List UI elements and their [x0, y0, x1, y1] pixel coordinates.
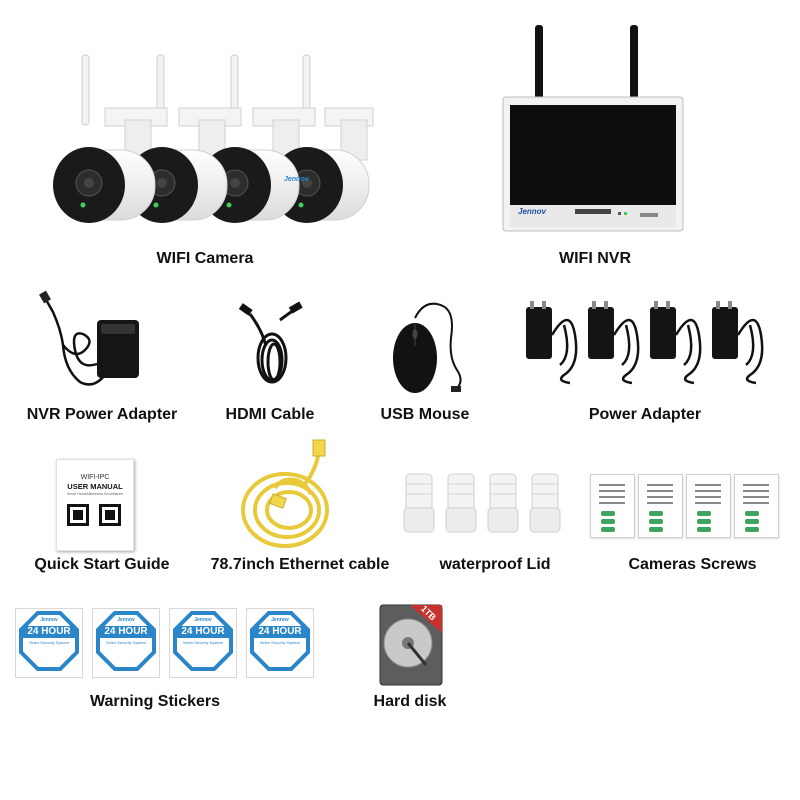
ethernet-cable-image	[235, 438, 350, 553]
hard-disk-label: Hard disk	[373, 693, 447, 710]
ethernet-cable-label: 78.7inch Ethernet cable	[210, 556, 390, 573]
warning-stickers-label: Warning Stickers	[89, 693, 221, 710]
wifi-camera-label: WIFI Camera	[156, 250, 254, 267]
usb-mouse-image	[385, 298, 475, 398]
power-adapter-label: Power Adapter	[588, 406, 702, 423]
quick-start-guide-image: WIFI-IPC USER MANUAL Smart Home&Business…	[56, 459, 134, 551]
hdmi-cable-label: HDMI Cable	[225, 406, 315, 423]
quick-start-guide-label: Quick Start Guide	[34, 556, 170, 573]
hard-disk-image: 1TB	[378, 603, 444, 687]
screws-card	[590, 474, 635, 538]
waterproof-lid-label: waterproof Lid	[439, 556, 551, 573]
manual-model-text: WIFI-IPC	[80, 474, 110, 481]
usb-mouse-label: USB Mouse	[380, 406, 470, 423]
wifi-camera-image	[45, 50, 375, 240]
camera-screws-label: Cameras Screws	[628, 556, 757, 573]
warning-sticker: Jennov 24 HOUR Video Security System	[246, 608, 314, 678]
wifi-nvr-label: WIFI NVR	[559, 250, 631, 267]
camera-brand-badge: Jennov	[284, 176, 309, 183]
screws-card	[686, 474, 731, 538]
manual-title-text: USER MANUAL	[67, 482, 123, 491]
wifi-nvr-image	[500, 25, 690, 235]
power-adapter-image	[520, 295, 770, 385]
nvr-power-adapter-image	[35, 290, 145, 400]
hdmi-cable-image	[232, 300, 307, 400]
waterproof-lid-image	[400, 470, 565, 540]
warning-sticker: Jennov 24 HOUR Video Security System	[15, 608, 83, 678]
nvr-brand-badge: Jennov	[518, 207, 547, 216]
warning-sticker: Jennov 24 HOUR Video Security System	[92, 608, 160, 678]
screws-card	[638, 474, 683, 538]
manual-subtitle-text: Smart Home&Business Surveillance	[66, 492, 124, 496]
screws-card	[734, 474, 779, 538]
warning-sticker: Jennov 24 HOUR Video Security System	[169, 608, 237, 678]
nvr-power-adapter-label: NVR Power Adapter	[26, 406, 178, 423]
